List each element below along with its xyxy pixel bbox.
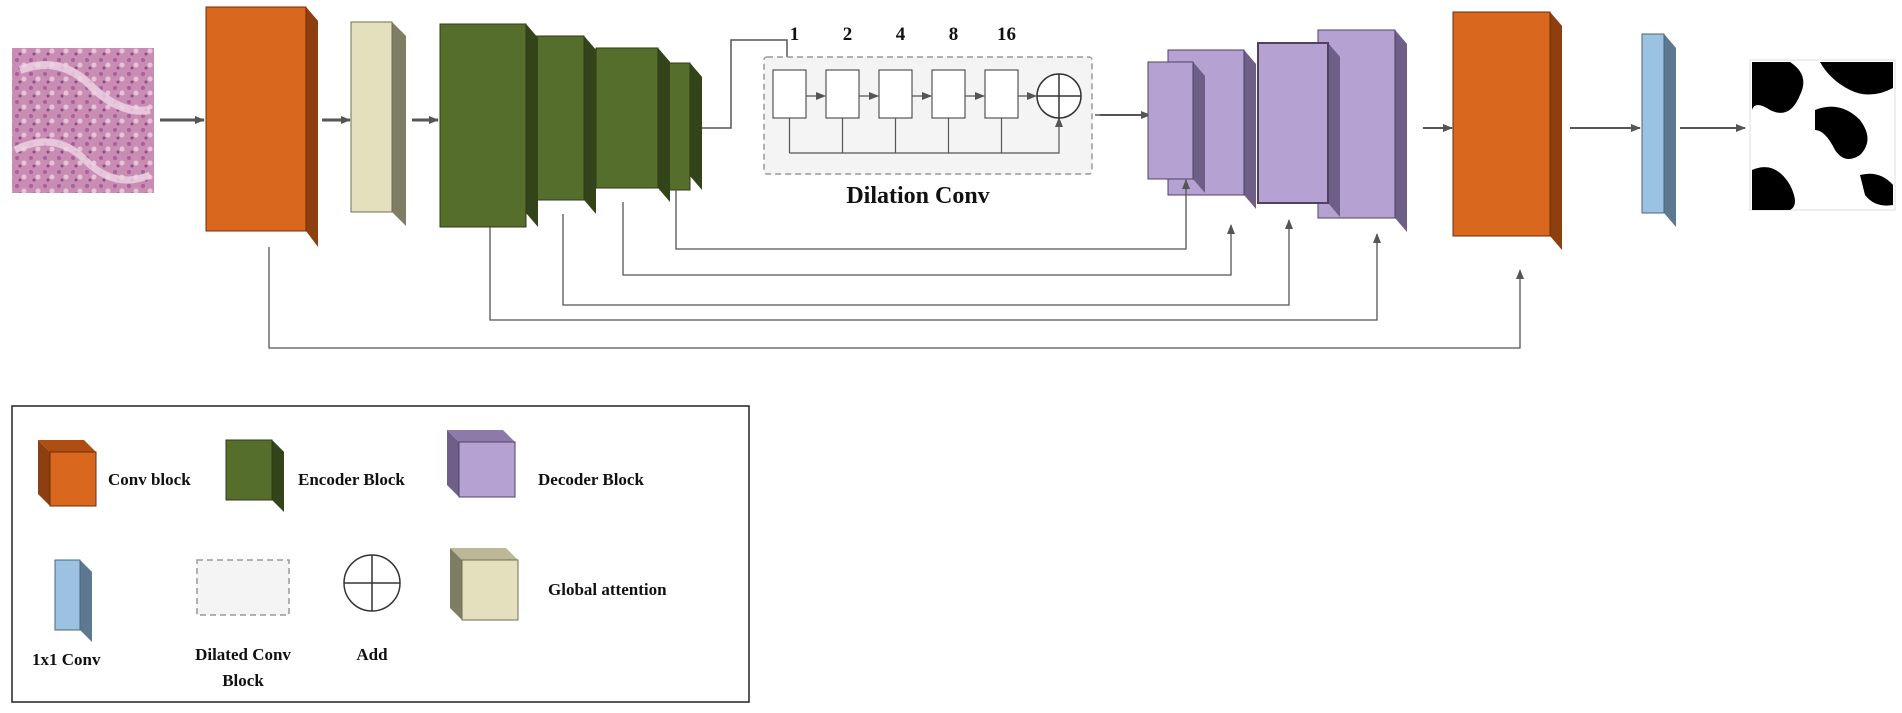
legend-label-decoder: Decoder Block bbox=[538, 470, 644, 489]
encoder-block-3 bbox=[595, 47, 670, 202]
legend-item-encoder: Encoder Block bbox=[225, 439, 405, 512]
dilation-rate-label: 1 bbox=[790, 24, 800, 45]
dilation-conv-unit bbox=[984, 69, 1019, 119]
legend-label-add: Add bbox=[356, 645, 388, 664]
legend-label-dilated-line2: Block bbox=[222, 671, 264, 690]
legend-item-one-by-one: 1x1 Conv bbox=[32, 559, 101, 669]
legend-label-conv: Conv block bbox=[108, 470, 191, 489]
dilation-sum-line bbox=[789, 117, 1063, 154]
legend-item-conv: Conv block bbox=[38, 440, 191, 507]
encoder-blocks bbox=[439, 23, 702, 228]
encoder-block-1 bbox=[439, 23, 538, 228]
legend-item-add: Add bbox=[343, 554, 401, 664]
legend-item-dilated: Dilated Conv Block bbox=[195, 559, 291, 690]
one-by-one-conv-block bbox=[1641, 33, 1676, 227]
dilation-conv-unit bbox=[878, 69, 913, 119]
dilation-rate-label: 2 bbox=[843, 24, 853, 45]
dilation-conv-unit bbox=[931, 69, 966, 119]
output-mask bbox=[1749, 59, 1896, 211]
legend-item-global: Global attention bbox=[450, 548, 667, 621]
encoder-to-dilation-line bbox=[702, 39, 791, 129]
dilation-rate-labels: 1 2 4 8 16 bbox=[790, 24, 1016, 45]
dilation-title: Dilation Conv bbox=[846, 183, 989, 209]
legend-label-one-by-one: 1x1 Conv bbox=[32, 650, 101, 669]
input-image bbox=[12, 48, 154, 193]
global-attention-block bbox=[350, 21, 406, 226]
dilation-conv-units bbox=[772, 69, 1063, 154]
decoder-blocks bbox=[1147, 29, 1407, 232]
add-node bbox=[1036, 73, 1082, 119]
decoder-block-3 bbox=[1257, 42, 1340, 217]
legend-label-encoder: Encoder Block bbox=[298, 470, 405, 489]
skip-connections bbox=[268, 179, 1524, 349]
legend: Conv block Encoder Block Decoder Block 1… bbox=[11, 405, 750, 703]
encoder-block-2 bbox=[535, 35, 596, 214]
legend-label-dilated-line1: Dilated Conv bbox=[195, 645, 291, 664]
dilation-rate-label: 8 bbox=[949, 24, 959, 45]
legend-item-decoder: Decoder Block bbox=[447, 430, 644, 498]
dilation-rate-label: 4 bbox=[896, 24, 906, 45]
dilation-rate-label: 16 bbox=[997, 24, 1016, 45]
dilation-conv-unit bbox=[825, 69, 860, 119]
conv-block-1 bbox=[205, 6, 318, 247]
dilated-conv-block: 1 2 4 8 16 Dilation Conv bbox=[763, 24, 1093, 209]
legend-label-global: Global attention bbox=[548, 580, 667, 599]
decoder-block-1 bbox=[1147, 61, 1205, 193]
conv-block-2 bbox=[1452, 11, 1562, 250]
dilation-conv-unit bbox=[772, 69, 807, 119]
